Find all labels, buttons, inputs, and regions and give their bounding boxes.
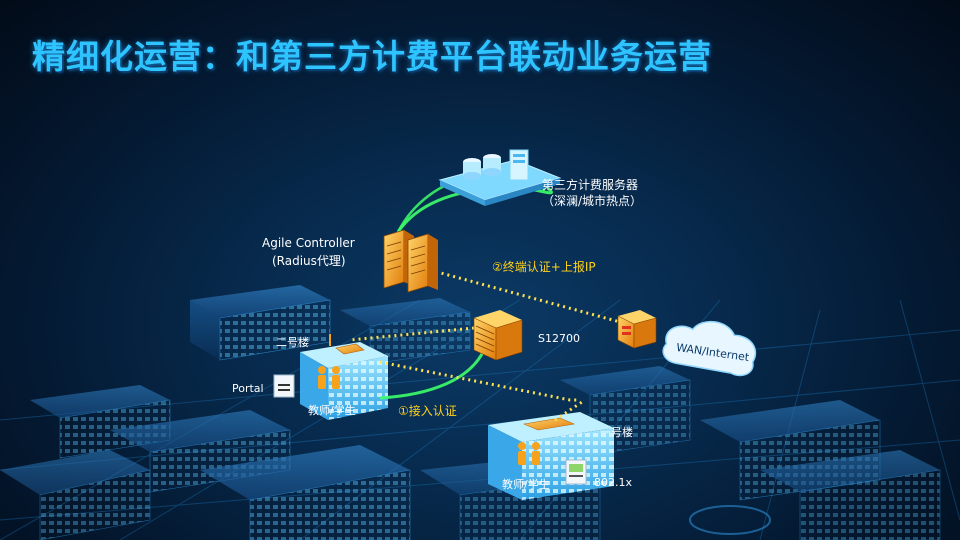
users-icon-building2 bbox=[318, 366, 340, 389]
building-1-users-label: 教师/学生 bbox=[502, 478, 550, 491]
firewall-icon bbox=[617, 310, 657, 349]
users-icon-building1 bbox=[518, 442, 540, 465]
controller-sublabel: (Radius代理) bbox=[272, 254, 346, 268]
portal-label: Portal bbox=[232, 382, 264, 395]
campus-buildings-left bbox=[0, 285, 411, 540]
billing-server-sublabel: （深澜/城市热点） bbox=[542, 194, 643, 208]
link-building2-building1 bbox=[379, 360, 580, 402]
controller-server-icon bbox=[383, 229, 438, 293]
link-switch-building2 bbox=[379, 349, 486, 400]
building-2-users-label: 教师/学生 bbox=[308, 404, 356, 417]
cloud-icon bbox=[662, 320, 757, 377]
flow-step-1: ①接入认证 bbox=[398, 404, 457, 418]
flow-step-2: ②终端认证+上报IP bbox=[492, 260, 596, 274]
link-building1-up bbox=[554, 400, 583, 422]
building-2-label: 二号楼 bbox=[276, 336, 309, 349]
portal-page-icon bbox=[273, 374, 295, 398]
switch-icon bbox=[473, 310, 523, 361]
billing-server-label: 第三方计费服务器 bbox=[542, 178, 639, 192]
page-title: 精细化运营：和第三方计费平台联动业务运营 bbox=[32, 37, 712, 76]
dot1x-label: 802.1x bbox=[594, 476, 633, 489]
building-2-shape bbox=[300, 334, 388, 420]
link-controller-wan bbox=[429, 268, 621, 324]
controller-label: Agile Controller bbox=[262, 236, 355, 250]
building-1-label: 一号楼 bbox=[600, 426, 633, 439]
billing-server-icon bbox=[438, 149, 562, 206]
switch-label: S12700 bbox=[538, 332, 580, 345]
dot1x-terminal-icon bbox=[565, 459, 587, 485]
link-switch-building2-dotted bbox=[349, 326, 475, 342]
